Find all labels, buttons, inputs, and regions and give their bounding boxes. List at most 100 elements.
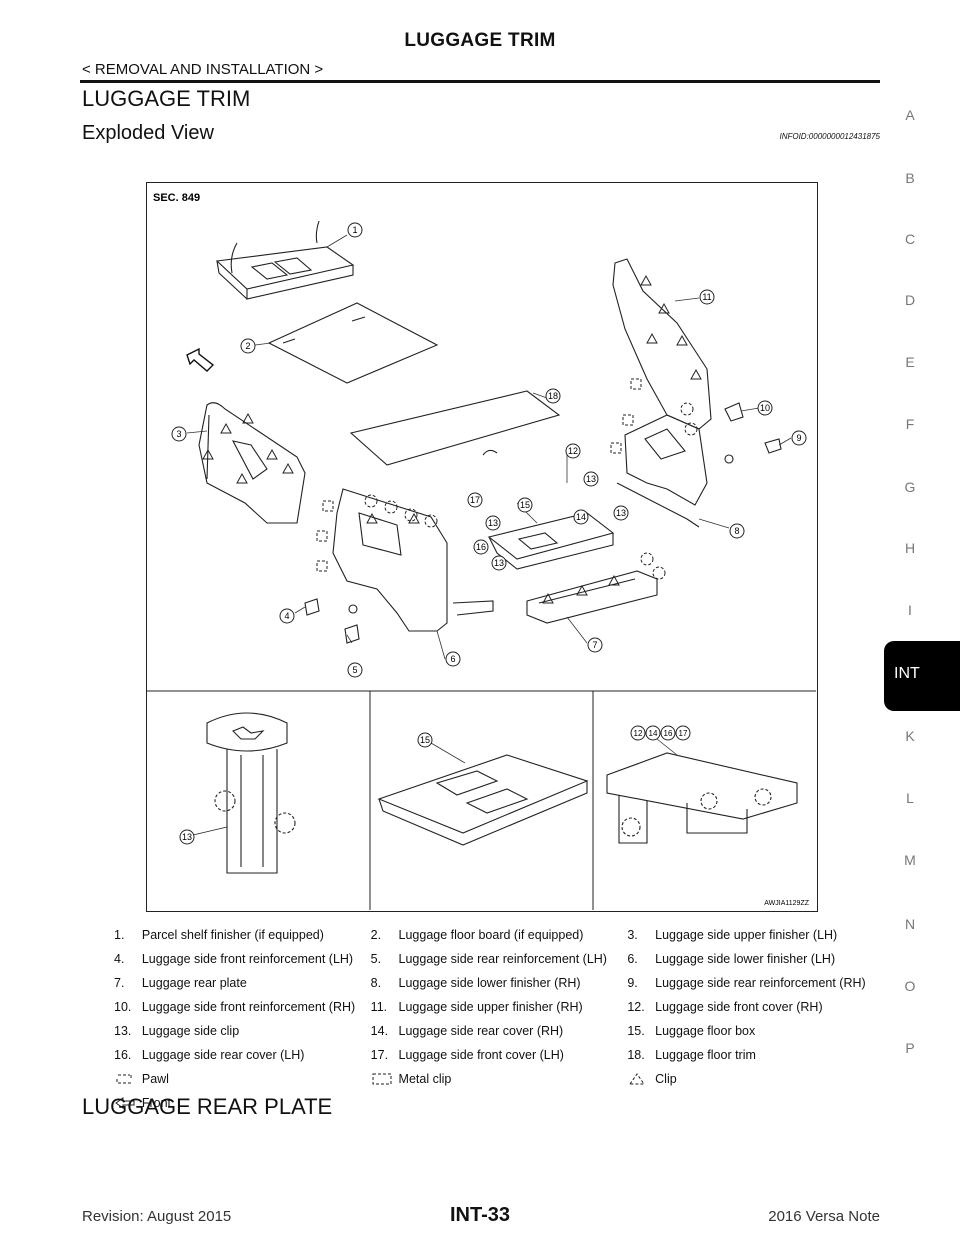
legend-item-text: Luggage side upper finisher (LH) (655, 928, 838, 942)
sec-label: SEC. 849 (153, 192, 200, 204)
legend-item-text: Luggage side rear cover (RH) (398, 1024, 564, 1038)
legend-item-number: 14. (370, 1024, 389, 1038)
callout-15: 15 (517, 497, 533, 513)
legend-clip: Clip (655, 1072, 677, 1086)
legend-item-text: Luggage side upper finisher (RH) (398, 1000, 583, 1014)
next-section-title: LUGGAGE REAR PLATE (82, 1094, 333, 1119)
pawl-icon (116, 1074, 132, 1084)
svg-text:17: 17 (679, 729, 688, 738)
sidebar-letter[interactable]: B (905, 170, 915, 186)
inset-callouts-12-14-16-17: 12 14 16 17 (630, 725, 691, 756)
sidebar-letter[interactable]: L (906, 790, 914, 806)
header-divider (80, 80, 880, 83)
section-tab-int[interactable]: INT (884, 641, 960, 711)
part-rh-lower-finisher (616, 414, 708, 528)
sidebar-letter[interactable]: D (904, 292, 916, 308)
legend-item-number: 4. (114, 952, 125, 966)
legend-item-number: 17. (370, 1048, 389, 1062)
svg-text:12: 12 (568, 446, 578, 456)
legend-item-text: Luggage rear plate (141, 976, 247, 990)
svg-text:15: 15 (520, 500, 530, 510)
legend-row: 16.Luggage side rear cover (LH)17.Luggag… (110, 1048, 880, 1072)
callout-5: 5 (347, 662, 363, 678)
sidebar-letter[interactable]: G (904, 479, 916, 495)
legend-row: 10. Luggage side front reinforcement (RH)… (110, 1000, 880, 1024)
part-floor-box (487, 512, 615, 570)
svg-text:10: 10 (760, 403, 770, 413)
legend-item-text: Parcel shelf finisher (if equipped) (141, 928, 324, 942)
legend-row: 4. Luggage side front reinforcement (LH) 5… (110, 952, 880, 976)
legend-item-number: 10. (114, 1000, 132, 1014)
sidebar-letter[interactable]: K (905, 728, 915, 744)
legend-metal-clip: Metal clip (398, 1072, 452, 1086)
legend-table: 1.Parcel shelf finisher (if equipped)2.L… (110, 928, 880, 1120)
part-reinforcements (304, 402, 782, 644)
image-code: AWJIA1129ZZ (764, 900, 809, 907)
sidebar-letter[interactable]: C (904, 231, 916, 247)
legend-item-text: Luggage side rear reinforcement (RH) (655, 976, 866, 990)
sidebar-letter[interactable]: A (905, 107, 915, 123)
legend-item-number: 13. (114, 1024, 132, 1038)
callout-13b: 13 (613, 505, 629, 521)
svg-text:16: 16 (664, 729, 673, 738)
legend-item-number: 6. (627, 952, 638, 966)
info-id: INFOID:0000000012431875 (779, 132, 880, 141)
legend-item-number: 2. (370, 928, 382, 942)
metal-clip-markers (316, 378, 642, 572)
callout-3: 3 (171, 426, 187, 442)
svg-text:7: 7 (592, 640, 597, 650)
legend-item-text: Luggage side rear reinforcement (LH) (398, 952, 607, 966)
svg-text:11: 11 (702, 292, 711, 302)
svg-text:9: 9 (796, 433, 801, 443)
sidebar-letter[interactable]: I (908, 602, 912, 618)
callout-1: 1 (347, 222, 363, 238)
sidebar-letter[interactable]: F (905, 416, 915, 432)
legend-item-number: 7. (114, 976, 125, 990)
svg-text:1: 1 (352, 225, 357, 235)
legend-item-number: 5. (370, 952, 382, 966)
sidebar-letter[interactable]: H (904, 540, 916, 556)
sidebar-letter[interactable]: E (905, 354, 915, 370)
sidebar-letter[interactable]: N (904, 916, 916, 932)
callout-16: 16 (473, 539, 489, 555)
svg-text:13: 13 (494, 558, 504, 568)
part-floor-trim (349, 390, 561, 466)
callout-13d: 13 (491, 555, 507, 571)
sidebar-letter[interactable]: P (905, 1040, 915, 1056)
part-rear-plate (526, 570, 658, 624)
legend-item-text: Luggage floor board (if equipped) (398, 928, 584, 942)
svg-text:15: 15 (420, 735, 430, 745)
leader-lines (186, 234, 792, 660)
legend-item-number: 11. (370, 1000, 388, 1014)
svg-text:8: 8 (734, 526, 739, 536)
legend-item-text: Luggage floor trim (655, 1048, 756, 1062)
inset-callout-15: 15 (417, 732, 466, 764)
svg-text:13: 13 (488, 518, 498, 528)
legend-item-text: Luggage side front reinforcement (RH) (141, 1000, 356, 1014)
pawl-markers (364, 402, 698, 580)
legend-item-text: Luggage side front reinforcement (LH) (141, 952, 354, 966)
callout-2: 2 (240, 338, 256, 354)
svg-text:5: 5 (352, 665, 357, 675)
part-floor-board (267, 302, 439, 384)
callout-18: 18 (545, 388, 561, 404)
svg-text:12: 12 (634, 729, 643, 738)
callout-14: 14 (573, 509, 589, 525)
part-rh-upper-finisher (612, 258, 712, 430)
callout-11: 11 (699, 289, 715, 305)
part-parcel-shelf (215, 220, 355, 300)
exploded-view-drawing: SEC. 849 (147, 192, 816, 910)
sidebar-letter[interactable]: O (904, 978, 916, 994)
footer-model: 2016 Versa Note (768, 1208, 880, 1225)
legend-front: Front (141, 1096, 172, 1110)
front-arrow-icon (186, 347, 215, 372)
svg-text:3: 3 (176, 429, 181, 439)
legend-item-text: Luggage side front cover (LH) (398, 1048, 564, 1062)
legend-item-number: 15. (627, 1024, 645, 1038)
legend-item-text: Luggage side front cover (RH) (655, 1000, 823, 1014)
callout-17: 17 (467, 492, 483, 508)
svg-text:14: 14 (576, 512, 586, 522)
sidebar-letter[interactable]: M (904, 852, 916, 868)
